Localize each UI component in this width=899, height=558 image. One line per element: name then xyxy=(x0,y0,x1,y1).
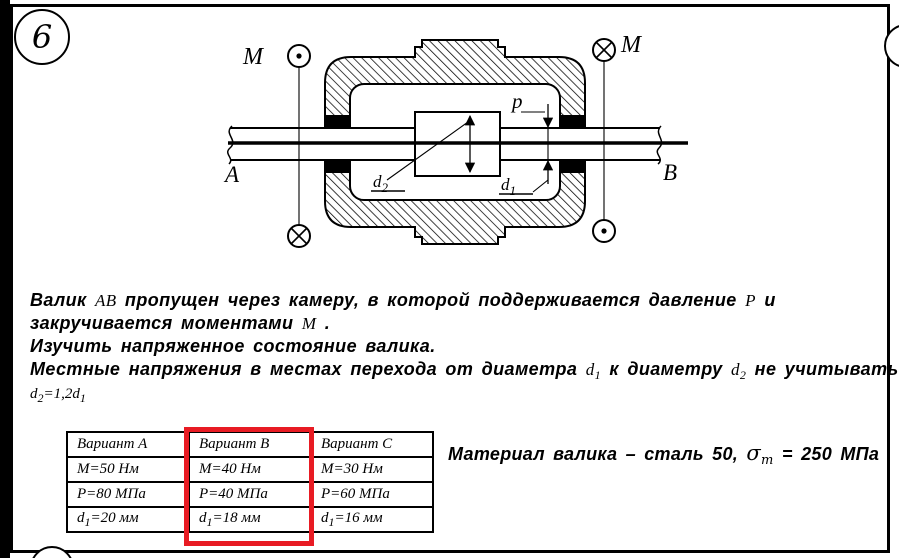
table-header-row: Вариант А Вариант В Вариант С xyxy=(66,431,434,458)
shaft-chamber-drawing: M M A B p d2 d1 xyxy=(223,32,688,248)
cell-pressure-a: P=80 МПа xyxy=(66,481,190,508)
d1-dimension xyxy=(499,104,554,195)
moment-symbol-bottom-left xyxy=(287,224,311,248)
shaft-end-label-a: A xyxy=(223,162,240,187)
d2-dimension xyxy=(371,114,476,192)
problem-line-1: Валик AB пропущен через камеру, в которо… xyxy=(30,290,776,310)
shaft-break-right xyxy=(656,125,663,165)
cell-diameter-c: d1=16 мм xyxy=(310,506,434,533)
material-note: Материал валика – сталь 50, σт = 250 МПа xyxy=(448,441,880,468)
cell-diameter-a: d1=20 мм xyxy=(66,506,190,533)
d2-label: d2 xyxy=(373,172,389,195)
variant-a-header: Вариант А xyxy=(66,431,190,458)
sigma-symbol: σ xyxy=(746,441,762,465)
drawing-frame-border xyxy=(10,4,890,553)
shaft-break-left xyxy=(227,125,234,165)
pressure-label: p xyxy=(510,89,523,113)
moment-symbol-bottom-right xyxy=(592,219,616,243)
problem-statement: Валик AB пропущен через камеру, в которо… xyxy=(30,289,899,406)
cell-moment-a: M=50 Нм xyxy=(66,456,190,483)
table-row-moment: M=50 Нм M=40 Нм M=30 Нм xyxy=(66,456,434,483)
cell-pressure-c: P=60 МПа xyxy=(310,481,434,508)
cell-diameter-b: d1=18 мм xyxy=(188,506,312,533)
sheet-number-circle: 6 xyxy=(14,9,70,65)
seal-blocks xyxy=(326,115,584,173)
moment-label-left: M xyxy=(242,44,265,70)
variant-b-header: Вариант В xyxy=(188,431,312,458)
problem-line-4: Местные напряжения в местах перехода от … xyxy=(30,359,899,382)
problem-line-2: закручивается моментами M . xyxy=(30,313,331,333)
sheet-number: 6 xyxy=(31,18,53,56)
variant-c-header: Вариант С xyxy=(310,431,434,458)
cell-moment-c: M=30 Нм xyxy=(310,456,434,483)
table-row-pressure: P=80 МПа P=40 МПа P=60 МПа xyxy=(66,481,434,508)
moment-symbol-top-right xyxy=(592,38,616,62)
problem-line-5: d2=1,2d1 xyxy=(30,386,86,405)
cell-moment-b: M=40 Нм xyxy=(188,456,312,483)
moment-symbol-top-left xyxy=(287,44,311,68)
table-row-diameter: d1=20 мм d1=18 мм d1=16 мм xyxy=(66,506,434,533)
scan-edge-bar xyxy=(0,0,10,558)
problem-line-3: Изучить напряженное состояние валика. xyxy=(30,336,436,356)
cell-pressure-b: P=40 МПа xyxy=(188,481,312,508)
variants-table: Вариант А Вариант В Вариант С M=50 Нм M=… xyxy=(66,431,434,533)
moment-label-right: M xyxy=(620,32,643,58)
d1-label: d1 xyxy=(501,175,516,198)
shaft-end-label-b: B xyxy=(663,160,677,185)
